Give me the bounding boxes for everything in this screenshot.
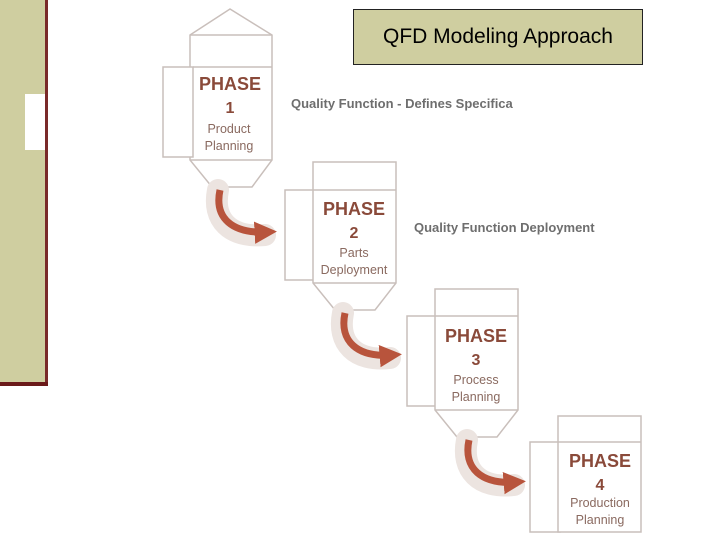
phase-2-heading: PHASE [323, 199, 385, 219]
phase-4-heading: PHASE [569, 451, 631, 471]
phase-3-heading: PHASE [445, 326, 507, 346]
side-accent-bar [0, 0, 46, 384]
slide-title: QFD Modeling Approach [353, 9, 643, 65]
phase-3-line1: Process [453, 373, 498, 387]
phase-1-label: Quality Function - Defines Specifica [291, 96, 514, 111]
phase-1-silo [162, 8, 273, 188]
phase-3-line2: Planning [452, 390, 501, 404]
side-accent-edge [45, 0, 48, 386]
phase-1-number: 1 [226, 100, 235, 117]
feed-arrow-1-shaft [215, 189, 277, 244]
phase-3-silo [406, 288, 519, 438]
phase-4-silo [529, 415, 642, 533]
phase-2-silo [284, 161, 397, 311]
phase-4-line2: Planning [576, 513, 625, 527]
phase-2-line2: Deployment [321, 263, 388, 277]
side-accent-notch [25, 94, 47, 150]
phase-3-number: 3 [472, 352, 481, 369]
phase-2-line1: Parts [339, 246, 368, 260]
phase-2-label: Quality Function Deployment [414, 220, 595, 235]
phase-4-line1: Production [570, 496, 630, 510]
phase-4-number: 4 [596, 477, 605, 494]
feed-arrow-2-shaft [340, 312, 402, 368]
phase-2-number: 2 [350, 225, 359, 242]
phase-1-heading: PHASE [199, 74, 261, 94]
side-accent-underline [0, 382, 48, 386]
phase-1-line2: Planning [205, 139, 254, 153]
phase-1-line1: Product [207, 122, 251, 136]
feed-arrow-3-shaft [464, 439, 526, 495]
